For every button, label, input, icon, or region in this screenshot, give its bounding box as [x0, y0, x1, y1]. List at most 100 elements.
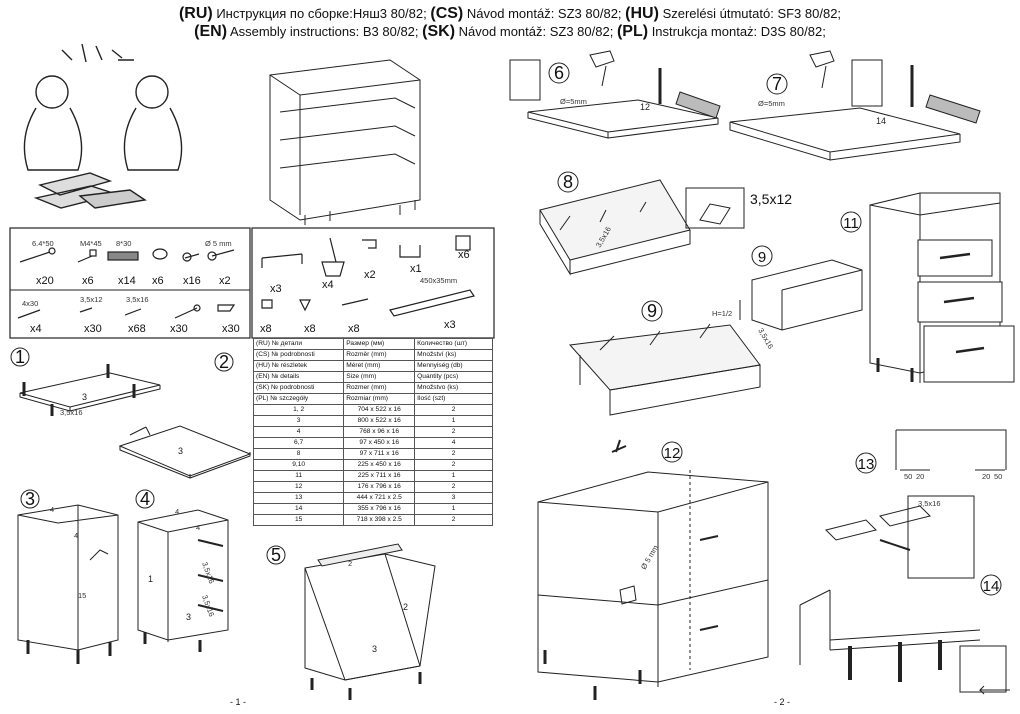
details-cell: 4 [252, 426, 345, 438]
details-cell: 718 x 398 x 2.5 [343, 514, 416, 526]
details-cell: 13 [252, 492, 345, 504]
step1-2-texts: 3,5x16 3 3 [60, 392, 183, 456]
details-cell: 225 x 711 x 16 [343, 470, 416, 482]
hw-qty: x1 [410, 263, 422, 275]
step3-texts: 4 4 15 [50, 505, 86, 600]
step9-drawing [568, 323, 761, 453]
hw-label: Ø 5 mm [205, 239, 232, 248]
hw-qty: x20 [36, 275, 54, 287]
details-cell: 1 [414, 503, 493, 515]
step-number-texts: 1 2 3 4 5 6 7 8 9 11 9 12 13 14 [15, 63, 999, 595]
step-number: 14 [983, 578, 1000, 595]
step-number: 8 [563, 172, 573, 192]
dim-label: 50 [994, 472, 1002, 481]
screw-label: 3,5x16 [918, 499, 941, 508]
hardware-icons-right [261, 235, 475, 317]
drill-icon [619, 585, 637, 605]
page-number-1: - 1 - [230, 697, 247, 707]
details-header-cell: Ilość (szt) [414, 393, 493, 405]
step-number: 5 [271, 545, 281, 565]
step13-drawing [825, 429, 1007, 579]
dim-label: 50 [904, 472, 912, 481]
details-cell: 768 x 96 x 16 [343, 426, 416, 438]
screw-icon [19, 251, 51, 263]
details-cell: 4 [414, 437, 493, 449]
step-number: 2 [219, 352, 229, 372]
hardware-icons-row1 [19, 247, 235, 263]
hw-qty: x3 [270, 283, 282, 295]
bolt-icon [77, 255, 93, 263]
step-number: 12 [664, 445, 681, 462]
details-cell: 6,7 [252, 437, 345, 449]
hw-label: M4*45 [80, 239, 102, 248]
lang-code: (PL) [616, 23, 649, 40]
details-header-cell: Množství (ks) [414, 349, 493, 361]
details-header-cell: Rozmiar (mm) [343, 393, 416, 405]
hw-qty: x2 [219, 275, 231, 287]
drill-label: Ø=5mm [758, 99, 785, 108]
details-cell: 225 x 450 x 16 [343, 459, 416, 471]
leg-icon [321, 237, 345, 277]
dim-label: 20 [916, 472, 924, 481]
part-label: 3 [82, 392, 87, 402]
hw-label: 3,5x16 [126, 295, 149, 304]
step10-drawing [739, 259, 863, 331]
lang-code: (EN) [194, 23, 228, 40]
part-label: 3 [186, 612, 191, 622]
hw-label: 450x35mm [420, 276, 457, 285]
part-label: 4 [196, 523, 200, 532]
hw-qty: x8 [260, 323, 272, 335]
hw-label: 8*30 [116, 239, 131, 248]
part-label: 15 [78, 591, 86, 600]
details-cell: 800 x 522 x 16 [343, 415, 416, 427]
part-label: 4 [50, 505, 54, 514]
step8-drawing [539, 179, 745, 276]
hw-qty: x6 [458, 249, 470, 261]
hw-qty: x3 [444, 319, 456, 331]
details-cell: 704 x 522 x 16 [343, 404, 416, 416]
screw-label: 3,5x16 [60, 408, 83, 417]
step1-drawing [19, 364, 161, 416]
details-cell: 1, 2 [252, 404, 345, 416]
step-markers [10, 62, 1002, 596]
hw-qty: x4 [30, 323, 42, 335]
header-text: Návod montáž: SZ3 80/82; [466, 6, 622, 21]
step-number: 9 [647, 301, 657, 321]
hw-qty: x6 [82, 275, 94, 287]
step-number: 6 [554, 63, 564, 83]
details-cell: 12 [252, 481, 345, 493]
step-number: 9 [758, 249, 766, 266]
details-cell: 2 [414, 459, 493, 471]
nail-icon [174, 307, 198, 319]
hw-qty: x2 [364, 269, 376, 281]
cabinet-overview-drawing [269, 59, 421, 225]
connector-icon [299, 299, 311, 312]
lang-code: (HU) [625, 5, 659, 22]
drill-label: Ø 5 mm [639, 543, 660, 571]
step7-drawing [729, 50, 981, 161]
hw-qty: x6 [152, 275, 164, 287]
part-label: 14 [876, 116, 886, 126]
details-header-cell: (EN) № details [252, 371, 345, 383]
part-label: 3 [372, 644, 377, 654]
details-header-cell: (CS) № podrobnosti [252, 349, 345, 361]
header-text: Návod montáž: SZ3 80/82; [458, 24, 614, 39]
hw-qty: x30 [222, 323, 240, 335]
hw-qty: x30 [84, 323, 102, 335]
details-cell: 1 [414, 470, 493, 482]
details-header-cell: Размер (мм) [343, 338, 416, 350]
hanger-icon [399, 245, 421, 258]
